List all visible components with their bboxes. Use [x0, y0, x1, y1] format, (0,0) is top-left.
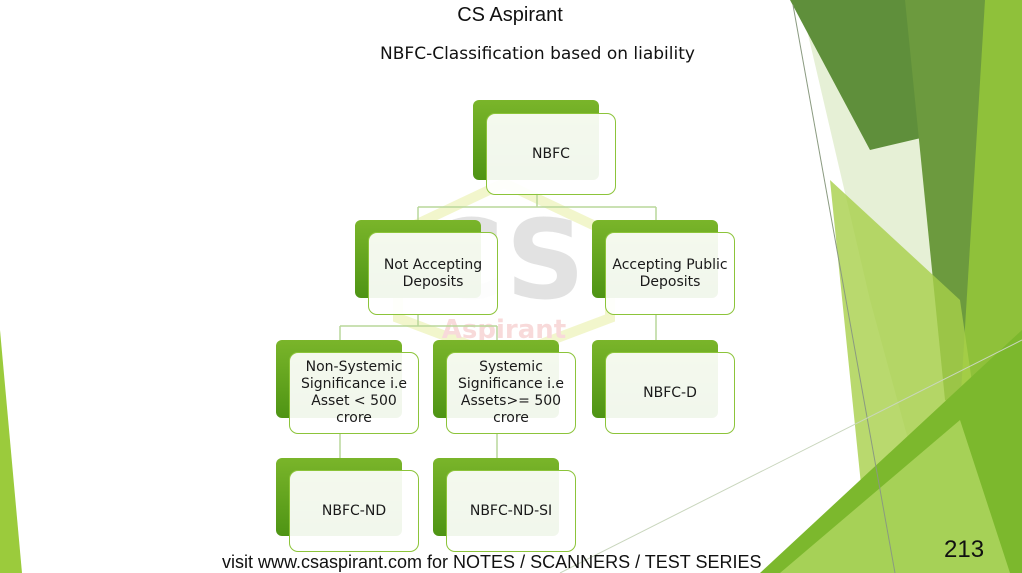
node-not-accepting-deposits-label: Not Accepting Deposits — [368, 232, 498, 315]
node-non-systemic-label: Non-Systemic Significance i.e Asset < 50… — [289, 352, 419, 434]
slide-title: NBFC-Classification based on liability — [380, 44, 695, 64]
node-nbfc-nd-label: NBFC-ND — [289, 470, 419, 552]
page-number: 213 — [944, 536, 985, 563]
node-nbfc-d-label: NBFC-D — [605, 352, 735, 434]
node-systemic-label: Systemic Significance i.e Assets>= 500 c… — [446, 352, 576, 434]
node-nbfc-label: NBFC — [486, 113, 616, 195]
bottom-light-shape — [780, 420, 1010, 573]
node-nbfc-nd-si-label: NBFC-ND-SI — [446, 470, 576, 552]
thin-diagonal-line — [792, 4, 896, 573]
header-title: CS Aspirant — [457, 4, 563, 26]
thin-diagonal-line-2 — [559, 339, 1022, 573]
node-accepting-public-deposits-label: Accepting Public Deposits — [605, 232, 735, 315]
footer-website-text: visit www.csaspirant.com for NOTES / SCA… — [222, 552, 762, 572]
right-mid-green-shape — [905, 0, 1000, 410]
left-edge-green-shape — [0, 330, 22, 573]
